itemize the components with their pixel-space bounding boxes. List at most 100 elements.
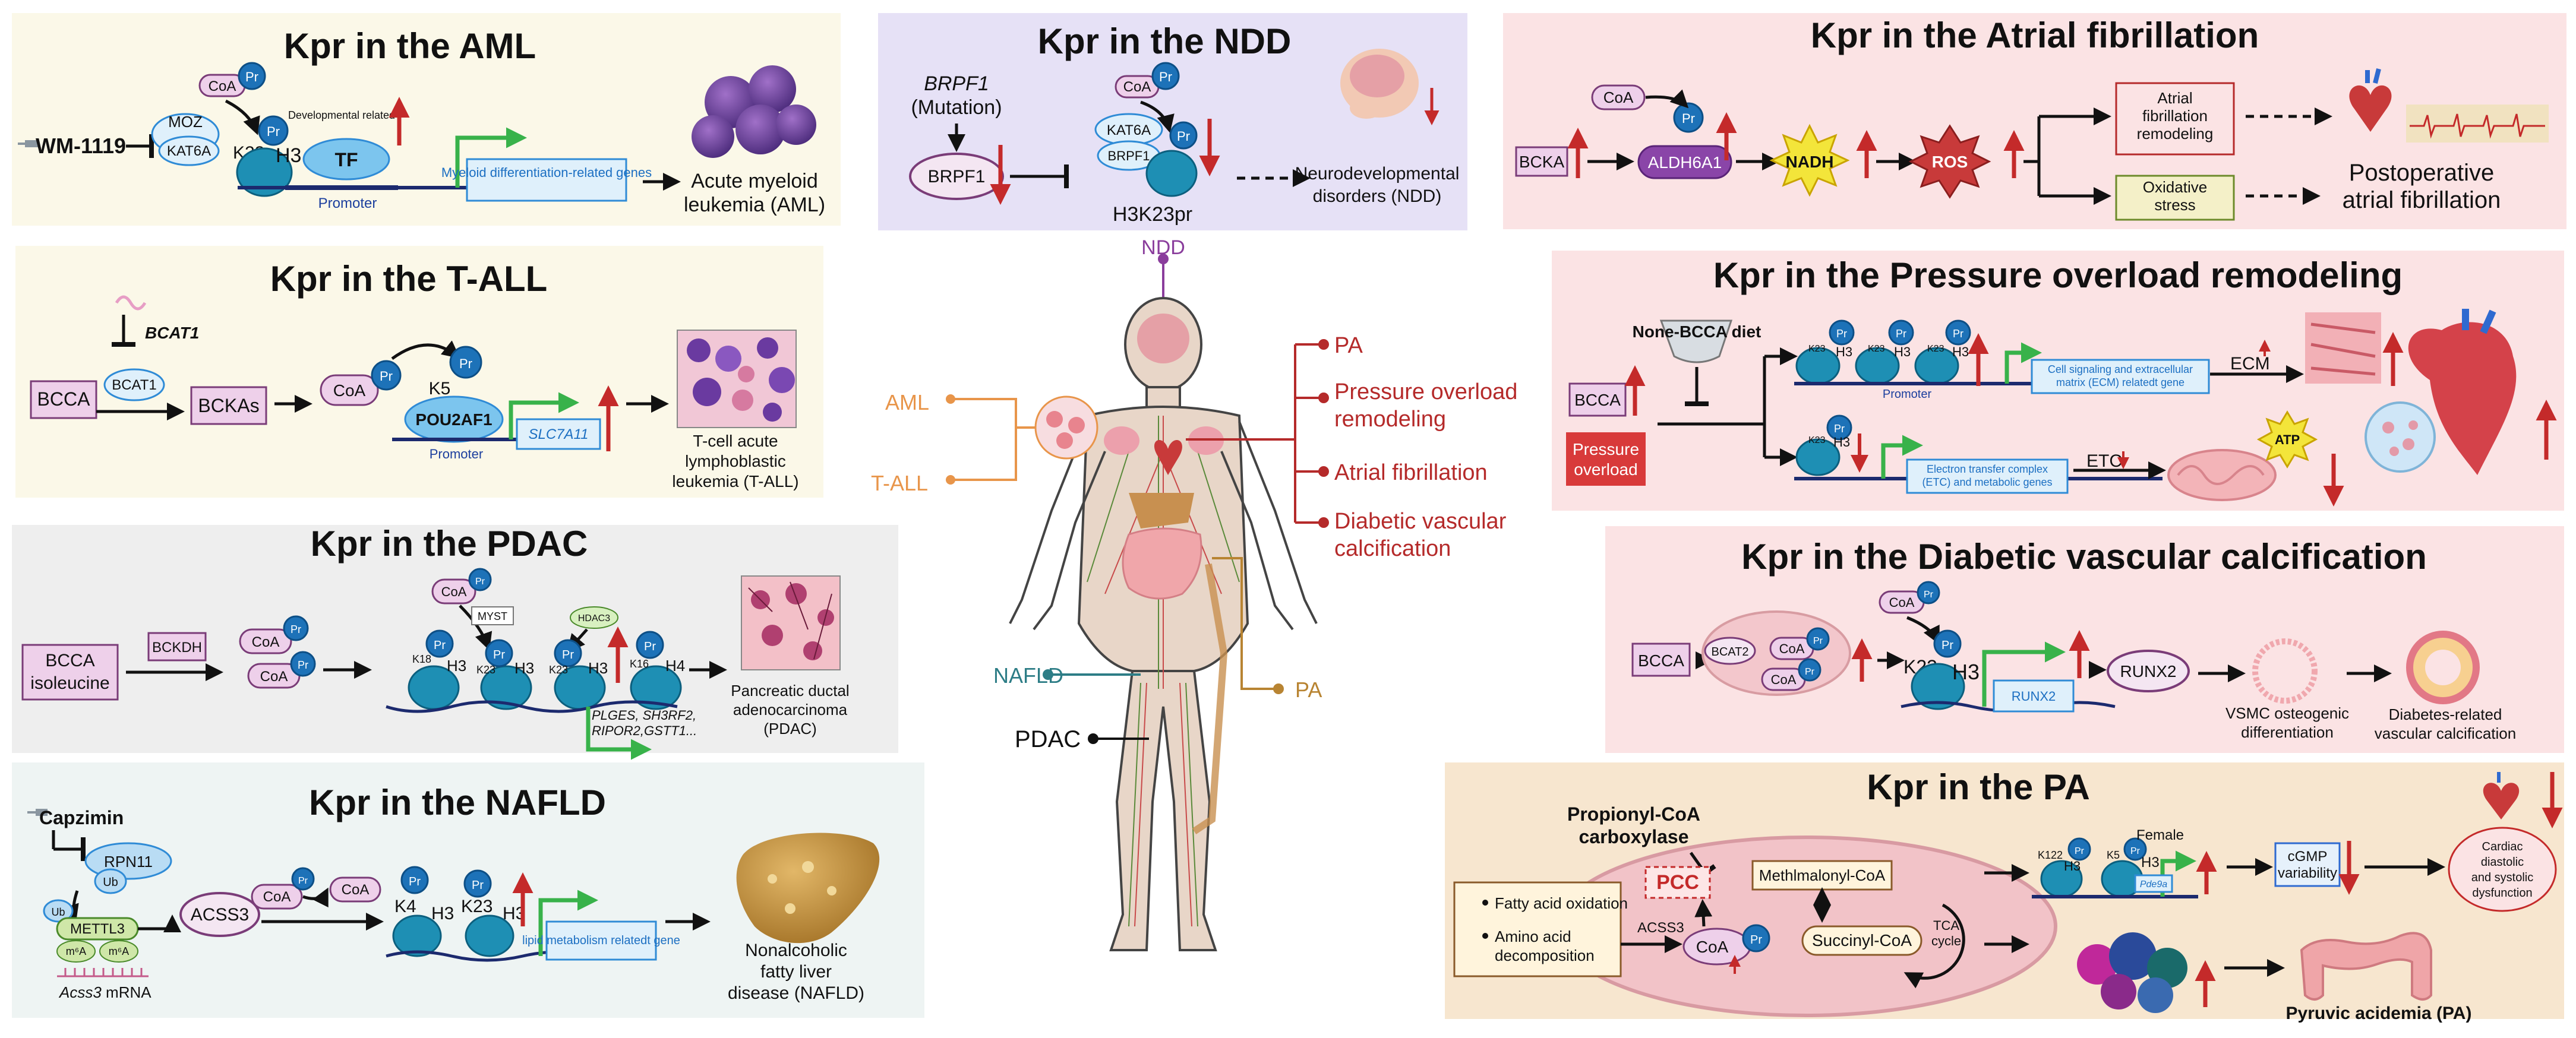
- svg-text:H3: H3: [1894, 344, 1911, 359]
- body-pdac-label: PDAC: [1015, 726, 1081, 752]
- syringe-icon: [18, 140, 38, 147]
- svg-text:H3: H3: [447, 657, 466, 675]
- panel-ndd: Kpr in the NDD BRPF1 (Mutation) BRPF1 Co…: [878, 13, 1467, 230]
- svg-text:ECM: ECM: [2230, 354, 2270, 374]
- svg-text:Pr: Pr: [562, 648, 574, 662]
- svg-text:H3: H3: [431, 904, 454, 923]
- svg-text:Promoter: Promoter: [1883, 388, 1932, 401]
- svg-text:Pr: Pr: [475, 577, 485, 587]
- svg-text:Pde9a: Pde9a: [2140, 879, 2167, 890]
- svg-text:Pr: Pr: [2075, 846, 2085, 856]
- pr-mark: [238, 62, 266, 90]
- svg-text:BRPF1: BRPF1: [1108, 148, 1150, 163]
- svg-text:Myeloid differentiation-relate: Myeloid differentiation-related genes: [441, 165, 652, 180]
- body-tall-label: T-ALL: [871, 471, 928, 495]
- svg-text:K23: K23: [1808, 344, 1826, 354]
- pancreatic-tissue-icon: [741, 575, 841, 670]
- svg-text:POU2AF1: POU2AF1: [415, 410, 492, 429]
- body-right-po-1: Pressure overload: [1334, 379, 1517, 404]
- fatty-liver-icon: [736, 833, 880, 944]
- svg-text:Pr: Pr: [644, 640, 656, 653]
- svg-text:H3: H3: [1833, 435, 1850, 450]
- protein-complex-icon: [2077, 932, 2187, 1013]
- svg-text:Capzimin: Capzimin: [39, 807, 124, 828]
- vessel-ring-icon: [2252, 638, 2318, 704]
- svg-text:K5: K5: [2107, 849, 2120, 861]
- tall-title: Kpr in the T-ALL: [270, 259, 548, 299]
- aml-gene-box: [466, 158, 627, 202]
- af-remodel-box: [2115, 82, 2235, 156]
- svg-text:K23: K23: [476, 664, 495, 676]
- svg-text:H3: H3: [1952, 660, 1980, 684]
- svg-text:SLC7A11: SLC7A11: [529, 426, 589, 442]
- svg-text:Electron transfer complex(ETC): Electron transfer complex(ETC) and metab…: [1922, 463, 2052, 488]
- svg-text:Pr: Pr: [1813, 636, 1823, 646]
- pa-cardiac-oval: [2448, 827, 2557, 912]
- svg-text:K23: K23: [549, 664, 568, 676]
- svg-text:TF: TF: [334, 149, 358, 170]
- po-pressure-box: [1566, 432, 1646, 486]
- svg-text:(Mutation): (Mutation): [911, 96, 1002, 119]
- svg-text:K23: K23: [461, 897, 493, 916]
- svg-text:H3: H3: [2064, 859, 2081, 874]
- dvc-title: Kpr in the Diabetic vascular calcificati…: [1741, 537, 2427, 577]
- svg-text:None-BCCA diet: None-BCCA diet: [1633, 322, 1761, 341]
- svg-text:H3: H3: [2141, 855, 2160, 871]
- svg-text:Pr: Pr: [298, 659, 308, 671]
- svg-text:Pr: Pr: [1953, 328, 1963, 340]
- svg-text:H3: H3: [514, 659, 534, 677]
- svg-text:BCCA: BCCA: [1638, 651, 1684, 670]
- svg-text:Pr: Pr: [1924, 590, 1934, 600]
- panel-nafld: Kpr in the NAFLD Capzimin RPN11 Ub Ub ME…: [12, 762, 924, 1018]
- pa-outcome: Pyruvic acidemia (PA): [2286, 1004, 2472, 1023]
- body-right-pa: PA: [1334, 333, 1363, 358]
- svg-text:K122: K122: [2038, 849, 2063, 861]
- svg-text:Ub: Ub: [51, 906, 65, 918]
- svg-text:BCKAs: BCKAs: [198, 395, 259, 416]
- svg-text:BCAT1: BCAT1: [145, 324, 199, 342]
- svg-text:CoA: CoA: [1123, 79, 1151, 95]
- nadh-burst-icon: [1769, 124, 1850, 197]
- svg-text:MOZ: MOZ: [168, 113, 203, 131]
- svg-text:CoA: CoA: [260, 669, 288, 685]
- svg-text:ALDH6A1: ALDH6A1: [1648, 153, 1722, 172]
- svg-text:CoA: CoA: [1696, 938, 1729, 956]
- svg-text:CoA: CoA: [1771, 672, 1797, 687]
- ros-burst-icon: [1908, 124, 1991, 199]
- mitochondrion-icon: [2167, 449, 2277, 501]
- svg-text:CoA: CoA: [342, 882, 370, 898]
- panel-pressure-overload: Kpr in the Pressure overload remodeling …: [1552, 251, 2564, 511]
- pa-succ-box: [1801, 925, 1922, 956]
- infant-brain-icon: [1340, 49, 1419, 119]
- svg-text:Pr: Pr: [1836, 328, 1847, 340]
- svg-text:Pr: Pr: [1896, 328, 1906, 340]
- svg-text:RPN11: RPN11: [104, 853, 153, 871]
- svg-text:ACSS3: ACSS3: [1637, 920, 1684, 936]
- po-title: Kpr in the Pressure overload remodeling: [1713, 255, 2403, 295]
- svg-text:Developmental related: Developmental related: [288, 109, 395, 121]
- aml-tf-oval: [302, 138, 390, 181]
- af-title: Kpr in the Atrial fibrillation: [1811, 15, 2259, 55]
- nucleosome: [236, 147, 293, 197]
- svg-text:Pr: Pr: [1159, 69, 1172, 84]
- pa-pcc-box: [1644, 866, 1711, 899]
- svg-text:BRPF1: BRPF1: [924, 72, 989, 95]
- svg-text:BCCA: BCCA: [1574, 391, 1621, 409]
- svg-text:K5: K5: [429, 379, 451, 398]
- svg-text:Pr: Pr: [1177, 129, 1190, 144]
- svg-text:K23: K23: [1927, 344, 1944, 354]
- svg-text:ATP: ATP: [2275, 432, 2300, 447]
- nafld-title: Kpr in the NAFLD: [309, 783, 606, 822]
- svg-text:BCAT2: BCAT2: [1712, 645, 1749, 659]
